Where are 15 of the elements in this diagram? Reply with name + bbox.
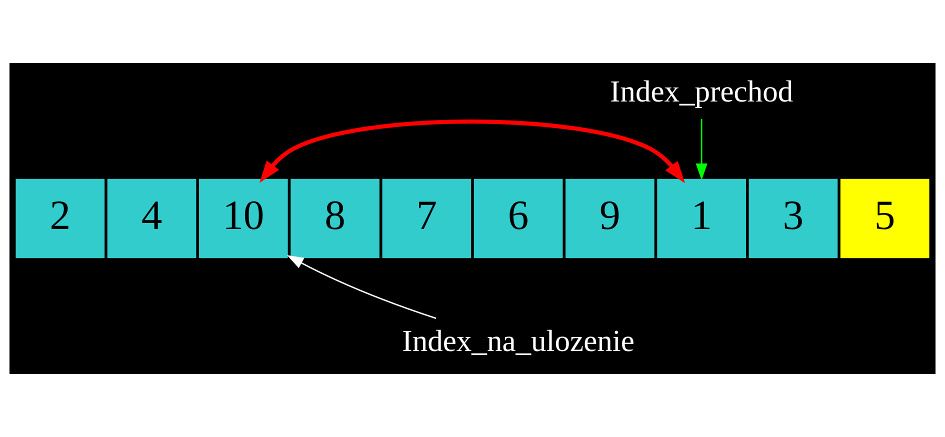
node-box: 10 — [198, 178, 290, 260]
node-box: 9 — [564, 178, 656, 260]
node-box: 4 — [106, 178, 198, 260]
arrow — [696, 119, 708, 180]
node-box: 5 — [839, 178, 931, 260]
node-box: 7 — [380, 178, 472, 260]
node-box: 2 — [14, 178, 106, 260]
node-box: 3 — [747, 178, 840, 260]
node-box: 8 — [289, 178, 381, 260]
node-text: Index_na_ulozenie — [402, 324, 634, 358]
arrow — [259, 120, 686, 184]
arrow — [286, 255, 436, 319]
node-box: 1 — [656, 178, 748, 260]
node-text: Index_prechod — [610, 74, 794, 108]
node-box: 6 — [472, 178, 564, 260]
